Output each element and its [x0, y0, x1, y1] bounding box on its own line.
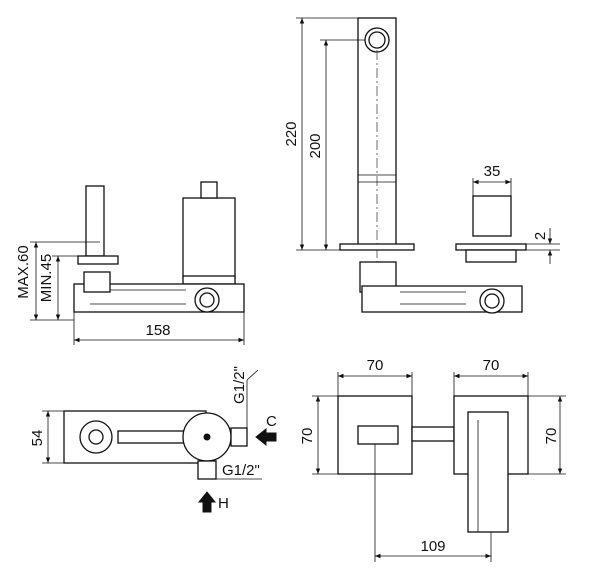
dim-2: 2 — [532, 232, 549, 240]
dim-max-60: MAX.60 — [15, 245, 32, 298]
dim-200: 200 — [307, 133, 324, 158]
top-outlet-inner — [88, 429, 104, 445]
spout-outlet-inner — [368, 31, 386, 49]
lever-handle — [467, 411, 509, 533]
thread-bottom-label: G1/2" — [222, 462, 260, 479]
valve-outer — [194, 287, 220, 313]
valve-inner — [199, 292, 215, 308]
right-plate — [182, 275, 236, 285]
front-view: 70 70 70 70 109 — [299, 357, 566, 562]
valve-outer-2 — [479, 288, 505, 314]
top-view: 54 G1/2" G1/2" C H — [29, 366, 277, 513]
dim-35: 35 — [484, 163, 501, 180]
valve-inner-2 — [484, 293, 500, 309]
label-hot: H — [218, 495, 229, 512]
hot-inlet — [197, 460, 217, 480]
cold-arrow-icon — [255, 427, 277, 447]
dim-width-158: 158 — [145, 322, 170, 339]
connector-pipe — [411, 426, 455, 442]
side-view: 158 MAX.60 MIN.45 — [15, 181, 245, 345]
top-outlet-outer — [79, 420, 113, 454]
label-cold: C — [266, 413, 277, 430]
dim-right-width-70: 70 — [483, 357, 500, 374]
handle-block — [472, 195, 512, 237]
spout-outlet-slot — [357, 425, 399, 445]
left-plate — [77, 255, 119, 265]
dim-left-height-70: 70 — [299, 428, 316, 445]
dim-min-45: MIN.45 — [38, 254, 55, 302]
top-valve-center — [203, 433, 211, 441]
dim-right-height-70: 70 — [543, 428, 560, 445]
thread-top-label: G1/2" — [231, 366, 248, 404]
top-channel — [117, 430, 189, 444]
left-fitting — [83, 271, 111, 293]
dim-54: 54 — [29, 430, 46, 447]
hot-arrow-icon — [197, 491, 217, 513]
cold-inlet — [230, 427, 248, 447]
handle-body — [182, 197, 236, 279]
dim-109: 109 — [420, 538, 445, 555]
handle-collar — [465, 249, 517, 263]
dim-left-width-70: 70 — [367, 357, 384, 374]
spout-stem — [85, 185, 105, 257]
spout-plate — [339, 243, 415, 251]
handle-knob — [200, 181, 218, 199]
spout-view: 220 200 35 2 — [283, 17, 560, 314]
dim-220: 220 — [283, 121, 300, 146]
handle-plate — [455, 243, 527, 251]
